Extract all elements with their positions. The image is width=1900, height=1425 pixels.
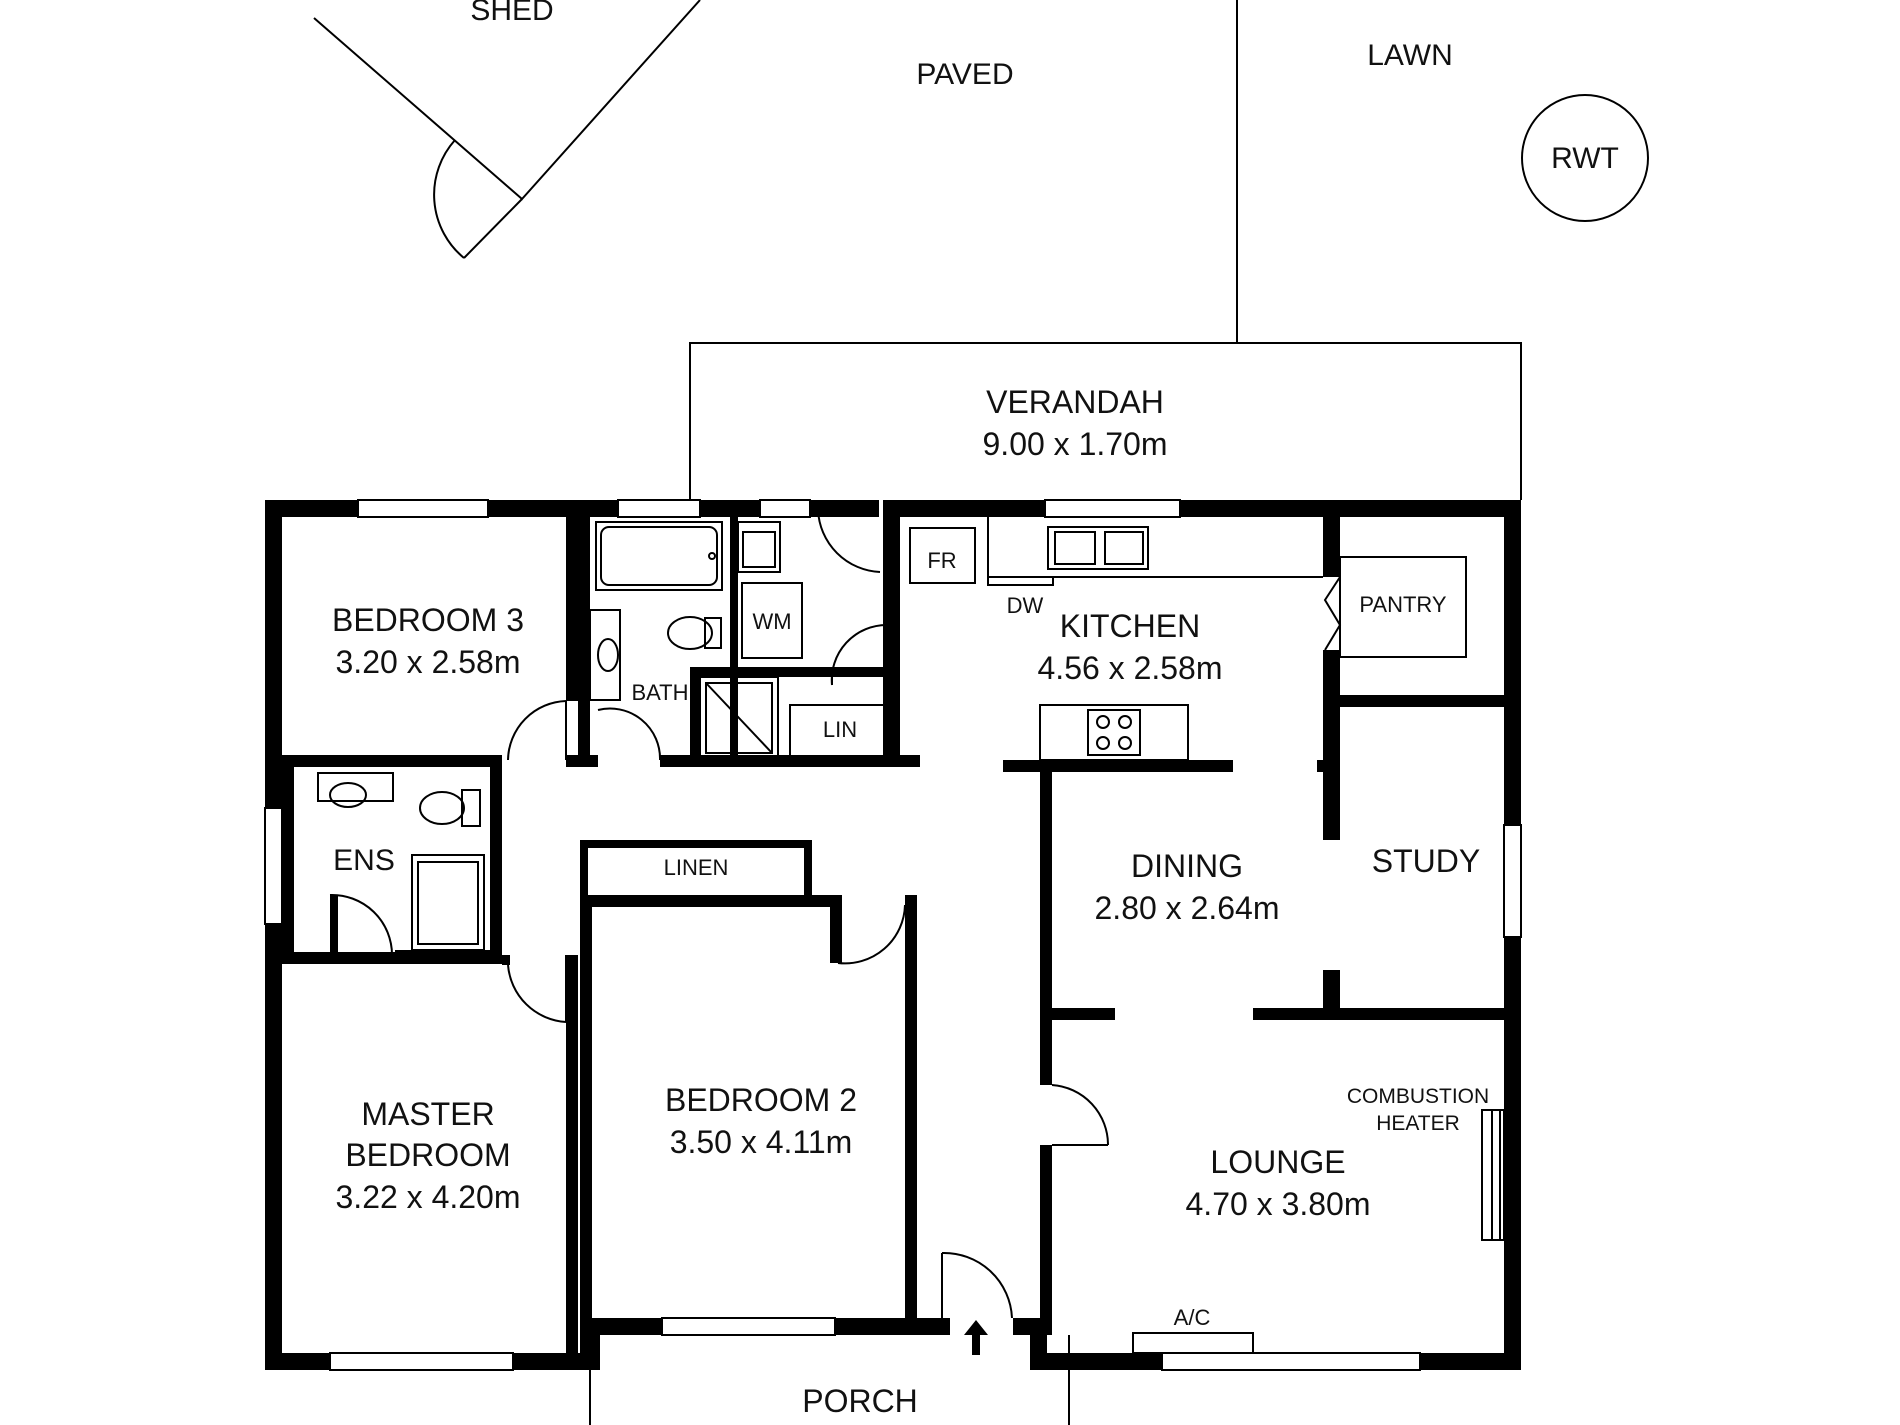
pantry-label: PANTRY: [1359, 592, 1447, 617]
verandah-size: 9.00 x 1.70m: [983, 426, 1168, 462]
master-size: 3.22 x 4.20m: [336, 1179, 521, 1215]
shed-label: SHED: [470, 0, 553, 27]
lounge-name: LOUNGE: [1210, 1144, 1345, 1180]
bedroom3-size: 3.20 x 2.58m: [336, 644, 521, 680]
interior-walls: [282, 517, 1521, 1353]
doors: [329, 509, 1342, 1319]
wm-label: WM: [752, 609, 791, 634]
verandah-name: VERANDAH: [986, 384, 1164, 420]
shed: [313, 0, 701, 259]
rwt-label: RWT: [1551, 142, 1619, 175]
fixtures: [317, 517, 1505, 1355]
heater-label-line1: COMBUSTION: [1347, 1085, 1489, 1108]
rainwater-tank: [1521, 94, 1649, 222]
labels: SHED PAVED LAWN RWT VERANDAH 9.00 x 1.70…: [332, 0, 1619, 1419]
master-name-line2: BEDROOM: [345, 1137, 510, 1173]
windows: [264, 499, 1522, 1371]
lawn-label: LAWN: [1367, 39, 1453, 72]
porch-label: PORCH: [802, 1383, 918, 1419]
ens-label: ENS: [333, 844, 395, 877]
dw-label: DW: [1007, 593, 1044, 618]
ac-label: A/C: [1174, 1305, 1211, 1330]
bedroom3-name: BEDROOM 3: [332, 602, 524, 638]
fr-label: FR: [927, 548, 956, 573]
dining-size: 2.80 x 2.64m: [1095, 890, 1280, 926]
bedroom2-size: 3.50 x 4.11m: [670, 1124, 853, 1160]
bath-label: BATH: [631, 680, 688, 705]
verandah-outline: [689, 342, 1522, 500]
paved-label: PAVED: [916, 58, 1013, 91]
kitchen-name: KITCHEN: [1060, 608, 1200, 644]
dining-name: DINING: [1131, 848, 1243, 884]
study-name: STUDY: [1372, 843, 1480, 879]
lin-label: LIN: [823, 717, 857, 742]
master-name-line1: MASTER: [361, 1096, 494, 1132]
linen-label: LINEN: [664, 855, 729, 880]
heater-label-line2: HEATER: [1376, 1112, 1460, 1135]
lounge-size: 4.70 x 3.80m: [1186, 1186, 1371, 1222]
bedroom2-name: BEDROOM 2: [665, 1082, 857, 1118]
kitchen-size: 4.56 x 2.58m: [1038, 650, 1223, 686]
